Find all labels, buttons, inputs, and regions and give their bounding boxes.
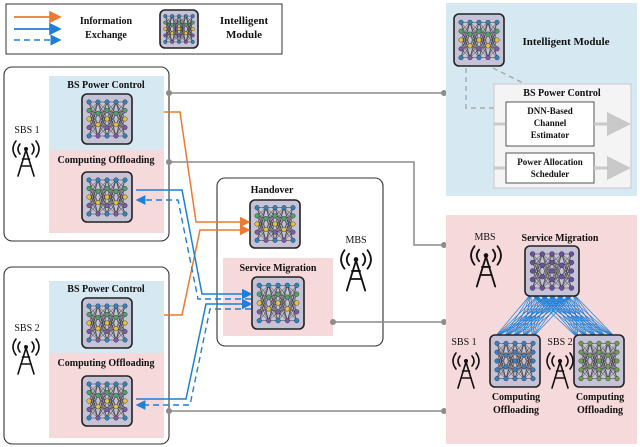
module-detail-title: Intelligent Module bbox=[522, 36, 609, 48]
rb-off2-line1: Computing bbox=[576, 392, 624, 403]
rb-off1-line1: Computing bbox=[492, 392, 540, 403]
sbs1-offload-module bbox=[81, 171, 133, 223]
rb-sbs2-tower-icon bbox=[546, 352, 574, 389]
rb-mbs-tower-icon bbox=[470, 245, 502, 288]
legend-module-icon bbox=[159, 9, 199, 49]
information-exchange-arrows bbox=[135, 111, 253, 410]
bs-power-detail-title: BS Power Control bbox=[523, 88, 601, 99]
dnn-line1: DNN-Based bbox=[527, 106, 573, 116]
rb-offload2-module bbox=[573, 334, 625, 388]
rb-sbs2-label: SBS 2 bbox=[547, 337, 572, 348]
dnn-estimator-box bbox=[505, 101, 595, 147]
sbs1-offload-label: Computing Offloading bbox=[58, 155, 155, 166]
blue-arrow-sbs1-migration bbox=[136, 189, 253, 300]
rb-sbs1-label: SBS 1 bbox=[451, 337, 476, 348]
module-zoom-dash-left bbox=[465, 68, 494, 109]
service-migration-module bbox=[251, 276, 305, 330]
handover-module bbox=[249, 199, 301, 249]
orange-arrow-sbs2-handover bbox=[164, 224, 251, 316]
connector-offload-to-mbs-detail bbox=[169, 161, 444, 246]
sbs1-tower-icon bbox=[12, 140, 40, 177]
legend-module-line1: Intelligent bbox=[220, 15, 269, 27]
legend-module-line2: Module bbox=[226, 29, 262, 41]
service-migration-label: Service Migration bbox=[240, 263, 317, 274]
blue-dashed-arrow-migration-sbs2 bbox=[135, 308, 251, 410]
rb-mbs-label: MBS bbox=[474, 232, 495, 243]
sbs2-power-module bbox=[81, 297, 133, 349]
module-detail-icon bbox=[453, 13, 505, 67]
pa-line2: Scheduler bbox=[531, 169, 570, 179]
handover-label: Handover bbox=[251, 185, 294, 196]
rb-off2-line2: Offloading bbox=[577, 405, 623, 416]
connector-lines bbox=[169, 92, 444, 412]
rb-migration-links bbox=[493, 293, 617, 339]
sbs2-power-label: BS Power Control bbox=[67, 284, 145, 295]
rb-sbs1-tower-icon bbox=[452, 352, 480, 389]
sbs2-label: SBS 2 bbox=[14, 323, 39, 334]
mbs-label: MBS bbox=[345, 235, 366, 246]
sbs2-offload-label: Computing Offloading bbox=[58, 358, 155, 369]
sbs2-tower-icon bbox=[12, 338, 40, 375]
orange-arrow-sbs1-handover bbox=[164, 111, 251, 228]
rb-migration-module bbox=[524, 245, 580, 297]
legend: Information Exchange Intelligent Module bbox=[5, 3, 283, 55]
sbs1-label: SBS 1 bbox=[14, 125, 39, 136]
blue-dashed-arrow-migration-sbs1 bbox=[135, 195, 251, 300]
sbs1-power-module bbox=[81, 93, 133, 145]
legend-info-line2: Exchange bbox=[85, 30, 127, 41]
mbs-tower-icon bbox=[340, 249, 372, 292]
sbs2-offload-module bbox=[81, 375, 133, 427]
module-zoom-dash-right bbox=[492, 67, 526, 85]
power-allocation-box bbox=[505, 152, 595, 184]
pa-line1: Power Allocation bbox=[517, 157, 583, 167]
rb-offload1-module bbox=[489, 334, 541, 388]
rb-migration-label: Service Migration bbox=[522, 233, 599, 244]
dnn-line2: Channel bbox=[534, 118, 567, 128]
rb-off1-line2: Offloading bbox=[493, 405, 539, 416]
legend-info-line1: Information bbox=[80, 16, 133, 27]
sbs1-power-label: BS Power Control bbox=[67, 80, 145, 91]
dnn-line3: Estimator bbox=[531, 130, 570, 140]
connector-dots bbox=[166, 90, 447, 414]
blue-arrow-sbs2-migration bbox=[136, 298, 253, 400]
